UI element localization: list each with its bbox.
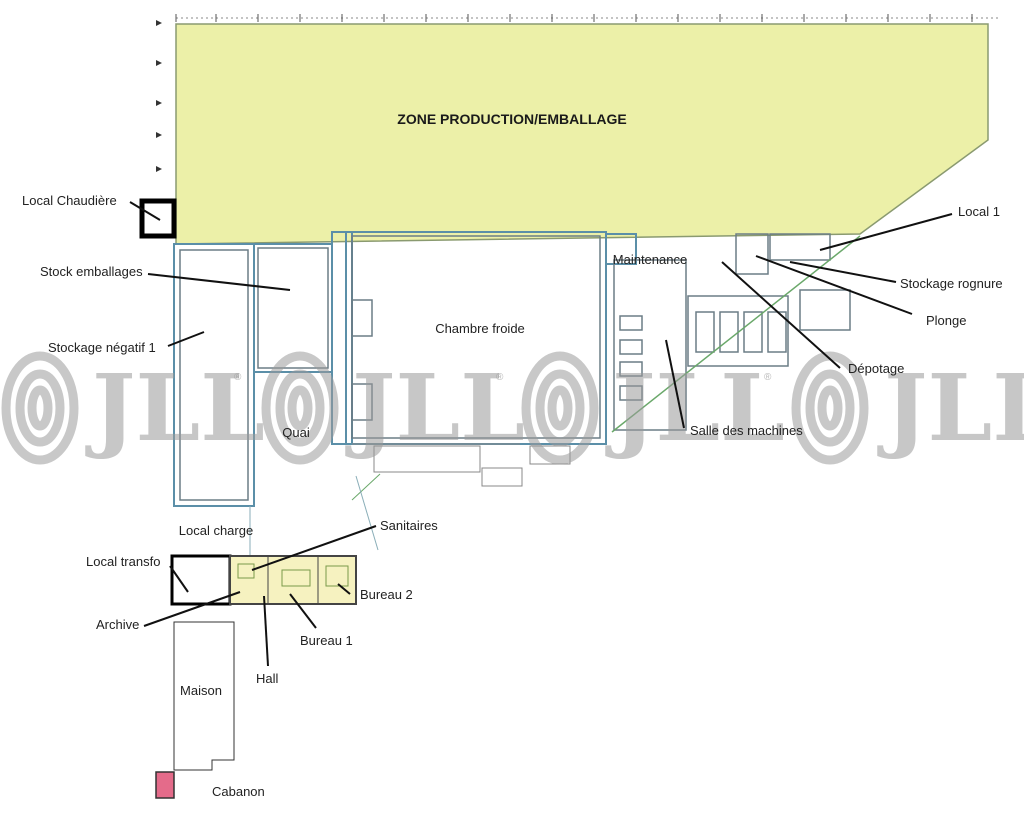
office-block [170,554,357,606]
callout-cabanon: Cabanon [212,784,265,799]
callout-local-transfo: Local transfo [86,554,160,569]
room-maison: Maison [180,683,222,698]
room-quai: Quai [282,425,310,440]
watermark-text-2: JLL [345,354,525,462]
cabanon-shape [155,771,175,799]
boiler-room [139,198,177,239]
watermark-reg-3: ® [764,372,772,383]
watermark-text-1: JLL [85,354,265,462]
callout-sanitaires: Sanitaires [380,518,438,533]
production-zone-title: ZONE PRODUCTION/EMBALLAGE [397,111,626,127]
watermark-logo-4 [791,351,869,465]
top-boundary [175,14,1000,22]
watermark-reg-1: ® [234,372,242,383]
callout-salle-machines: Salle des machines [690,423,803,438]
callout-hall: Hall [256,671,279,686]
watermark-text-3: JLL [605,354,785,462]
callout-local-chaudiere: Local Chaudière [22,193,117,208]
callout-stock-emballages: Stock emballages [40,264,143,279]
callout-bureau-2: Bureau 2 [360,587,413,602]
building-walls [173,231,861,556]
callout-depotage: Dépotage [848,361,904,376]
watermark-reg-2: ® [496,372,504,383]
maison-outline [173,621,235,771]
callout-plonge: Plonge [926,313,966,328]
jll-watermark: JLL ® JLL ® JLL ® JLL [1,351,1024,465]
watermark-logo-2 [261,351,339,465]
room-chambre-froide: Chambre froide [435,321,525,336]
watermark-logo-3 [521,351,599,465]
left-markers [156,20,162,172]
callout-stockage-rognure: Stockage rognure [900,276,1003,291]
callout-local-1: Local 1 [958,204,1000,219]
production-zone [175,23,989,245]
callout-bureau-1: Bureau 1 [300,633,353,648]
room-maintenance: Maintenance [613,252,687,267]
callout-leaders [129,201,953,667]
callout-archive: Archive [96,617,139,632]
watermark-text-4: JLL [877,354,1024,462]
callout-stockage-negatif: Stockage négatif 1 [48,340,156,355]
watermark-logo-1 [1,351,79,465]
room-local-charge: Local charge [179,523,253,538]
